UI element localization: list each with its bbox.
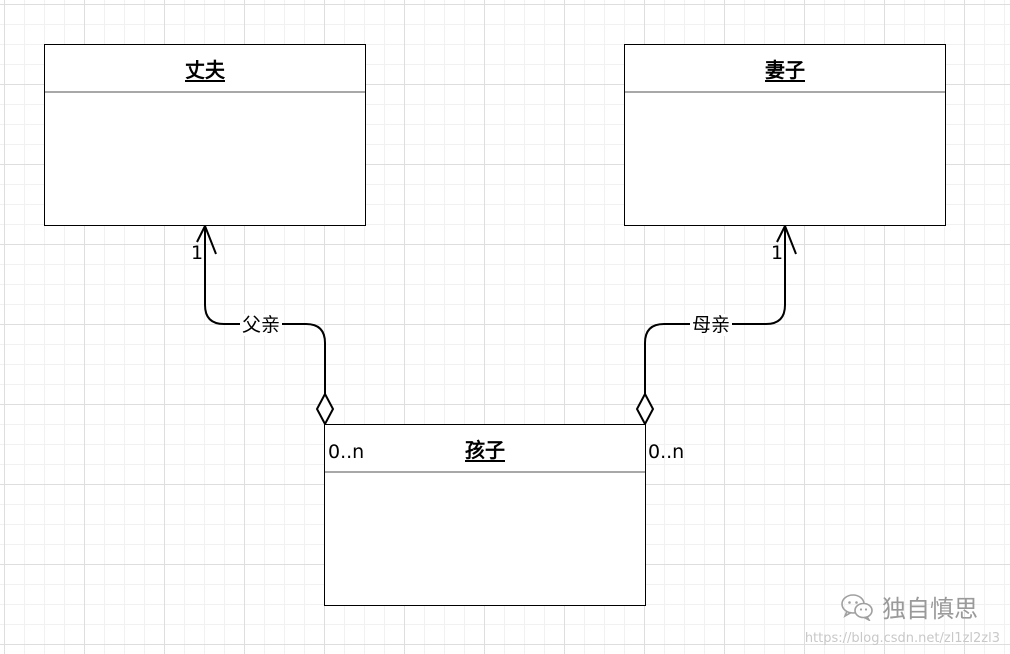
watermark: 独自慎思 <box>840 589 978 624</box>
father-source-multiplicity: 0..n <box>328 441 365 463</box>
mother-arrowhead <box>776 223 797 255</box>
watermark-url: https://blog.csdn.net/zl1zl2zl3 <box>804 631 1000 646</box>
class-child-header: 孩子 <box>325 425 645 473</box>
mother-role-label[interactable]: 母亲 <box>690 314 733 336</box>
father-aggregation-diamond <box>315 391 335 427</box>
father-target-multiplicity: 1 <box>191 242 204 264</box>
mother-target-multiplicity: 1 <box>771 242 784 264</box>
mother-aggregation-diamond <box>635 391 655 427</box>
class-child-title: 孩子 <box>465 437 505 462</box>
class-husband-title: 丈夫 <box>185 57 225 82</box>
class-wife-body <box>625 93 945 225</box>
class-child[interactable]: 孩子 <box>324 424 646 606</box>
watermark-text: 独自慎思 <box>882 595 978 623</box>
father-arrowhead <box>196 223 217 255</box>
class-wife[interactable]: 妻子 <box>624 44 946 226</box>
class-wife-header: 妻子 <box>625 45 945 93</box>
father-role-label[interactable]: 父亲 <box>240 314 283 336</box>
mother-source-multiplicity: 0..n <box>648 441 685 463</box>
class-child-body <box>325 473 645 605</box>
class-wife-title: 妻子 <box>765 57 805 82</box>
wechat-icon <box>841 593 873 621</box>
class-husband-body <box>45 93 365 225</box>
class-husband[interactable]: 丈夫 <box>44 44 366 226</box>
class-husband-header: 丈夫 <box>45 45 365 93</box>
